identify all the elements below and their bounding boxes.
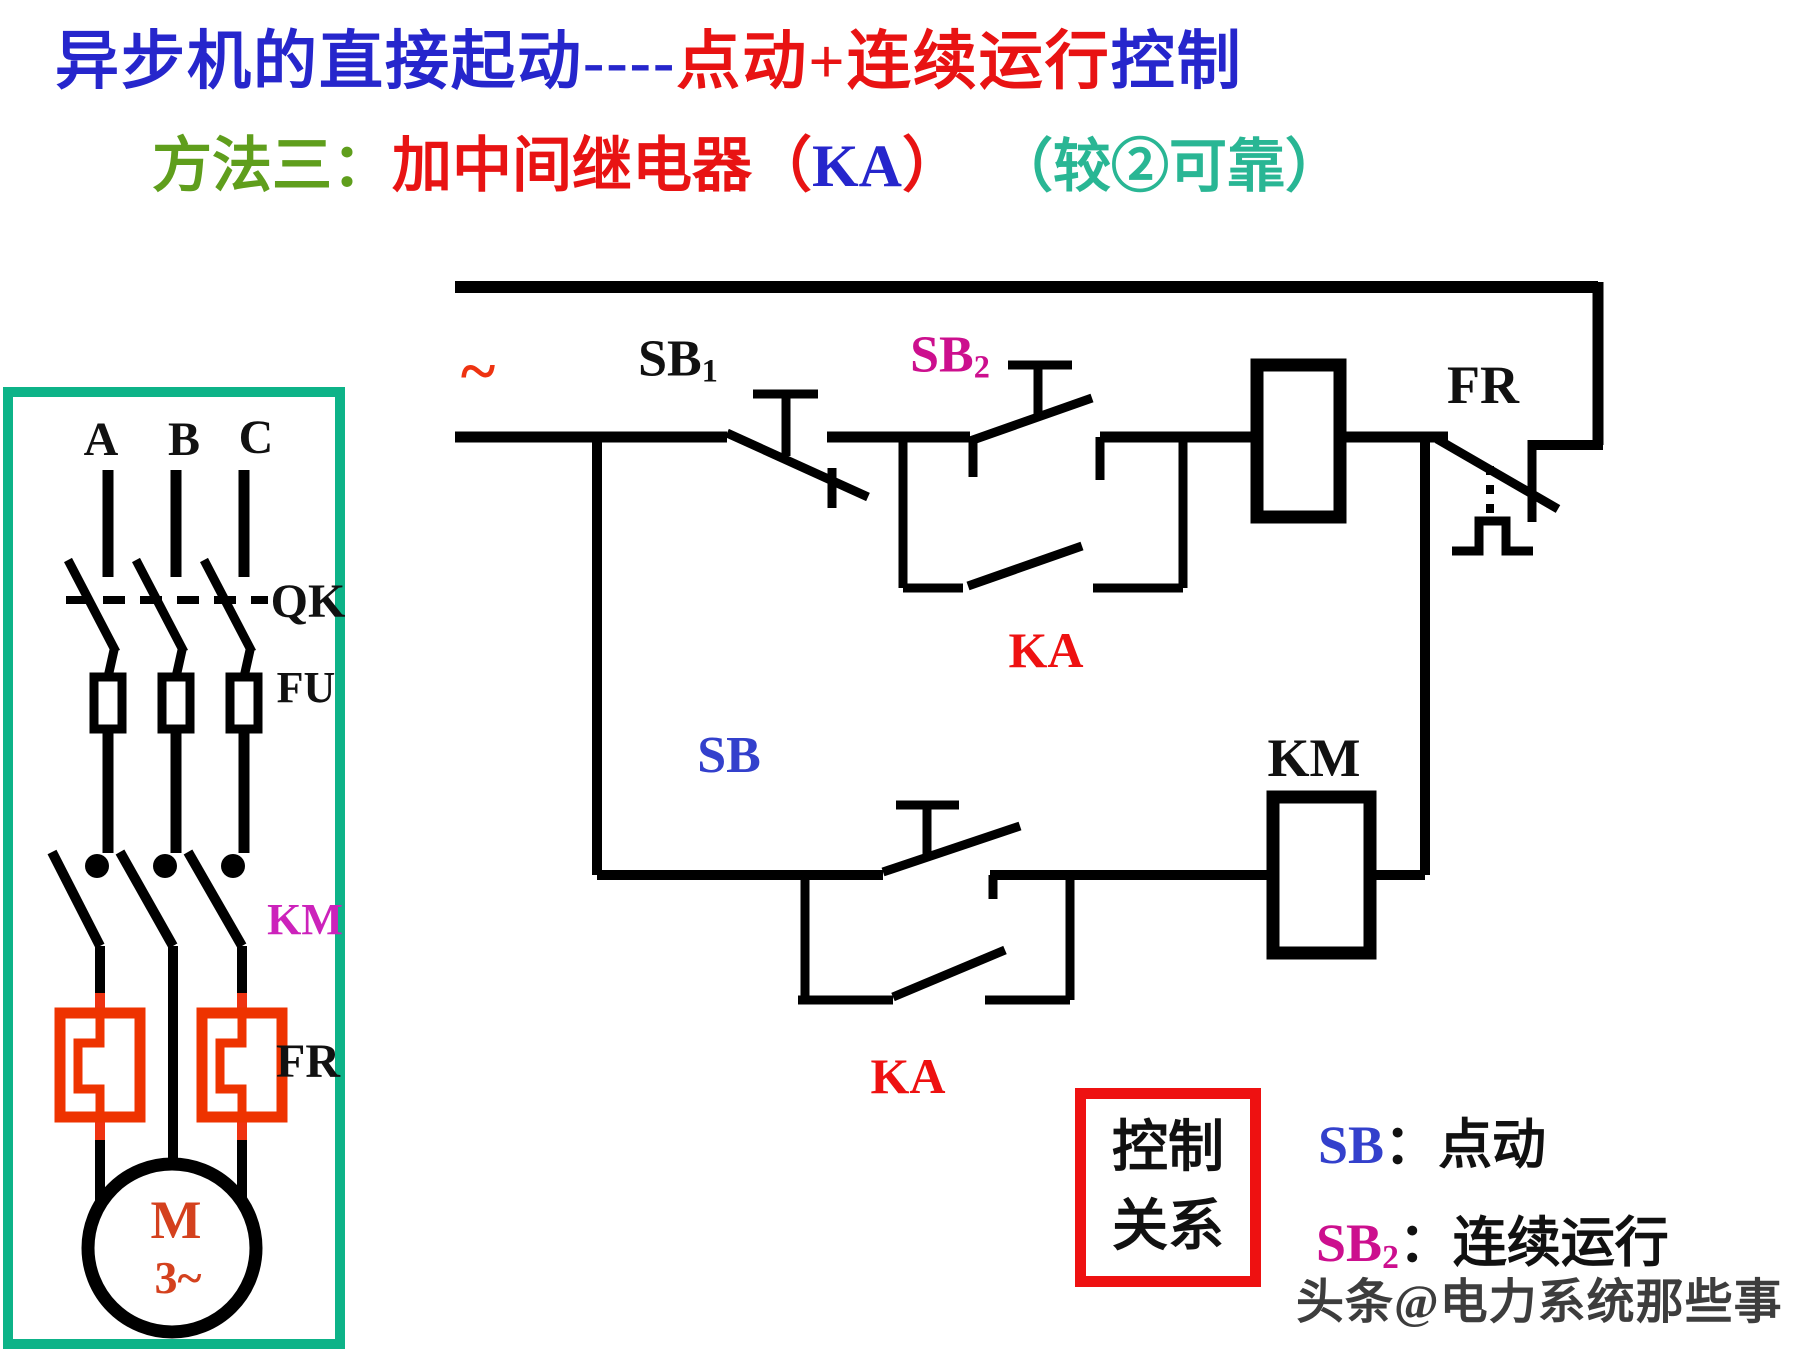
fr-wire-stubs	[95, 993, 247, 1140]
km-to-fr-wires	[95, 946, 247, 993]
fu-label: FU	[276, 663, 336, 712]
sb2-actuator	[1008, 360, 1072, 417]
ka-aux1-label: KA	[1008, 622, 1084, 678]
motor-m-label: M	[150, 1190, 202, 1250]
ka1-left-leg	[898, 432, 963, 593]
sb-no-pushbutton	[881, 800, 1022, 899]
title-part2: 点动+连续运行	[676, 26, 1111, 97]
km-blade-a	[47, 849, 105, 949]
panel-border	[3, 387, 345, 1349]
fr-heater-glyph-a	[73, 1013, 105, 1117]
sb-label: SB	[697, 727, 761, 784]
fu-fuse-c	[225, 672, 263, 734]
ka-aux-contact-2	[798, 870, 1075, 1005]
title-part3: 控制	[1110, 26, 1243, 97]
sb-actuator	[896, 800, 959, 855]
motor-3ph-label: 3~	[154, 1252, 202, 1303]
control-relation-line1: 控制	[1112, 1117, 1224, 1180]
legend-sb-term: SB	[1318, 1115, 1385, 1175]
subtitle-note: （较②可靠）	[1024, 134, 1344, 199]
fr-blade	[1434, 435, 1561, 513]
subtitle-main-prefix: 加中间继电器（	[392, 133, 812, 199]
ka2-blade	[891, 945, 1007, 1002]
watermark: 头条@电力系统那些事	[1296, 1276, 1783, 1329]
sb1-label-base: SB	[638, 330, 702, 388]
title-part1: 异步机的直接起动	[55, 26, 583, 97]
phase-c-label: C	[238, 411, 274, 464]
legend-row-sb: SB：点动	[1318, 1100, 1546, 1179]
legend-sb2-term: SB2	[1316, 1213, 1399, 1276]
qk-blade-a	[64, 557, 120, 655]
ka2-left-leg	[798, 870, 893, 1005]
ka-aux-contact-1	[898, 432, 1188, 593]
title-dashes: ----	[583, 26, 677, 97]
km-coil-label: KM	[1267, 728, 1361, 788]
ka1-right-leg	[1093, 437, 1188, 593]
legend-sb2-colon: ：	[1398, 1213, 1453, 1273]
legend-sb2-desc: 连续运行	[1452, 1213, 1669, 1273]
sb1-actuator	[753, 389, 818, 456]
ka2-right-leg	[985, 875, 1075, 1005]
km-contact-dot-a	[85, 854, 109, 878]
fuse-lower-wires	[102, 729, 250, 853]
fr-thermal-symbol	[1452, 516, 1533, 556]
sb2-no-pushbutton	[968, 360, 1105, 480]
qk-label: QK	[270, 575, 346, 628]
ka-aux2-label: KA	[870, 1048, 946, 1104]
sb1-label: SB1	[638, 333, 718, 386]
km-contact-dot-c	[221, 854, 245, 878]
km-blade-b	[115, 849, 178, 949]
km-blade-c	[183, 849, 247, 949]
fu-fuse-b	[157, 672, 195, 734]
phase-b-label: B	[167, 413, 201, 466]
subtitle-main-suffix: ）	[902, 133, 962, 199]
km-contact-dot-b	[153, 854, 177, 878]
sb2-label: SB2	[910, 329, 990, 382]
sb1-label-sub: 1	[701, 352, 718, 389]
qk-blade-b	[132, 557, 188, 655]
ka-coil	[1250, 358, 1347, 524]
fr-main-label: FR	[276, 1035, 340, 1088]
control-relation-line2: 关系	[1112, 1195, 1224, 1258]
fr-contact-label: FR	[1447, 355, 1519, 415]
legend-sb2-base: SB	[1316, 1213, 1383, 1273]
sb2-blade	[968, 393, 1094, 446]
phase-top-wires	[102, 470, 250, 577]
ka1-blade	[966, 541, 1084, 591]
power-circuit	[3, 387, 345, 1349]
qk-blade-c	[200, 557, 256, 655]
sb2-label-base: SB	[910, 326, 974, 384]
control-circuit	[455, 281, 1604, 1005]
page-title: 异步机的直接起动----点动+连续运行控制	[55, 30, 1243, 94]
legend-sb-colon: ：	[1384, 1115, 1439, 1175]
km-main-label: KM	[267, 895, 343, 944]
legend-sb2-sub: 2	[1382, 1238, 1399, 1276]
sb2-label-sub: 2	[973, 348, 990, 385]
subtitle-ka: KA	[812, 133, 902, 199]
subtitle-method: 方法三：	[152, 133, 392, 199]
km-coil	[1266, 790, 1377, 960]
sb2-fixed-contacts	[968, 437, 1105, 480]
fr-nc-contact	[1434, 435, 1561, 556]
legend-row-sb2: SB2：连续运行	[1316, 1198, 1669, 1277]
phase-a-label: A	[83, 413, 119, 466]
sb1-blade	[725, 428, 870, 502]
motor-circle	[81, 1157, 263, 1339]
control-relation-box: 控制 关系	[1075, 1088, 1261, 1287]
subtitle: 方法三：加中间继电器（KA） （较②可靠）	[152, 136, 1343, 196]
fr-heater-glyph-c	[215, 1013, 247, 1117]
fu-fuse-a	[89, 672, 127, 734]
ac-supply-symbol: ~	[460, 335, 496, 408]
sb-blade	[881, 821, 1022, 877]
legend-sb-desc: 点动	[1438, 1115, 1547, 1175]
sb1-nc-pushbutton	[725, 389, 870, 508]
